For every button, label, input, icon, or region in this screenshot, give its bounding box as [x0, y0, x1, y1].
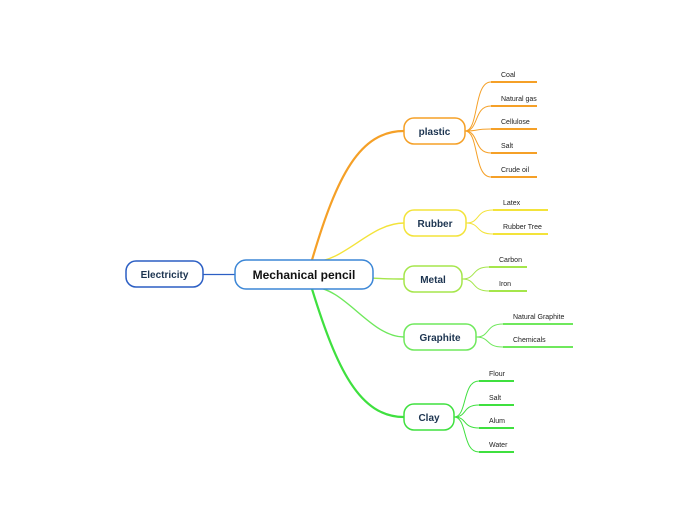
node-metal-box — [403, 265, 463, 293]
node-metal[interactable]: Metal — [403, 265, 463, 293]
leaf-label: Salt — [501, 143, 513, 150]
leaf-label: Alum — [489, 418, 505, 425]
leaf-metal-iron[interactable]: Iron — [489, 281, 527, 292]
leaf-label: Carbon — [499, 257, 522, 264]
leaf-label: Coal — [501, 72, 516, 79]
edge-plastic-crude-oil — [464, 130, 492, 178]
leaf-label: Salt — [489, 395, 501, 402]
leaf-plastic-natural-gas[interactable]: Natural gas — [491, 96, 537, 107]
node-clay[interactable]: Clay — [403, 403, 455, 431]
node-plastic[interactable]: plastic — [403, 117, 466, 145]
leaf-plastic-cellulose[interactable]: Cellulose — [491, 119, 537, 130]
edge-graphite-chemicals — [475, 336, 504, 348]
node-mechanical-pencil-box — [234, 259, 374, 290]
edge-clay-salt — [453, 404, 480, 418]
leaf-label: Rubber Tree — [503, 224, 542, 231]
edge-plastic-salt — [464, 130, 492, 154]
edge-center-rubber — [311, 222, 405, 263]
node-electricity-label: Electricity — [141, 270, 189, 281]
node-graphite-box — [403, 323, 477, 351]
edge-clay-water — [453, 416, 480, 453]
leaf-label: Latex — [503, 200, 521, 207]
leaf-rubber-rubber-tree[interactable]: Rubber Tree — [493, 224, 548, 235]
leaf-plastic-salt[interactable]: Salt — [491, 143, 537, 154]
node-clay-box — [403, 403, 455, 431]
edge-center-plastic — [310, 129, 405, 261]
node-graphite[interactable]: Graphite — [403, 323, 477, 351]
node-plastic-label: plastic — [419, 127, 451, 138]
leaf-plastic-coal[interactable]: Coal — [491, 72, 537, 83]
edge-plastic-coal — [464, 81, 492, 132]
leaf-graphite-natural-graphite[interactable]: Natural Graphite — [503, 314, 573, 325]
leaf-metal-carbon[interactable]: Carbon — [489, 257, 527, 268]
edge-graphite-natural-graphite — [475, 323, 504, 338]
node-metal-label: Metal — [420, 275, 446, 286]
edge-clay-flour — [453, 380, 480, 418]
node-electricity[interactable]: Electricity — [125, 260, 204, 288]
edge-center-clay — [310, 288, 405, 419]
leaf-label: Iron — [499, 281, 511, 288]
leaf-label: Water — [489, 442, 508, 449]
node-electricity-box — [125, 260, 204, 288]
node-rubber-label: Rubber — [418, 219, 453, 230]
leaf-label: Natural Graphite — [513, 314, 564, 321]
leaf-clay-flour[interactable]: Flour — [479, 371, 514, 382]
node-clay-label: Clay — [418, 413, 440, 424]
edge-rubber-rubber-tree — [465, 222, 494, 235]
edge-plastic-natural-gas — [464, 105, 492, 132]
leaf-rubber-latex[interactable]: Latex — [493, 200, 548, 211]
leaf-clay-salt[interactable]: Salt — [479, 395, 514, 406]
leaf-graphite-chemicals[interactable]: Chemicals — [503, 337, 573, 348]
leaf-plastic-crude-oil[interactable]: Crude oil — [491, 167, 537, 178]
node-plastic-box — [403, 117, 466, 145]
leaf-label: Cellulose — [501, 119, 530, 126]
node-mechanical-pencil[interactable]: Mechanical pencil — [234, 259, 374, 290]
leaf-label: Natural gas — [501, 96, 537, 103]
leaf-clay-water[interactable]: Water — [479, 442, 514, 453]
node-mechanical-pencil-label: Mechanical pencil — [253, 268, 356, 282]
node-rubber[interactable]: Rubber — [403, 209, 467, 237]
edge-metal-carbon — [461, 266, 490, 280]
leaf-clay-alum[interactable]: Alum — [479, 418, 514, 429]
edge-metal-iron — [461, 278, 490, 292]
leaf-label: Flour — [489, 371, 506, 378]
node-rubber-box — [403, 209, 467, 237]
leaf-label: Crude oil — [501, 167, 529, 174]
node-graphite-label: Graphite — [419, 333, 461, 344]
leaf-label: Chemicals — [513, 337, 546, 344]
edge-rubber-latex — [465, 209, 494, 224]
